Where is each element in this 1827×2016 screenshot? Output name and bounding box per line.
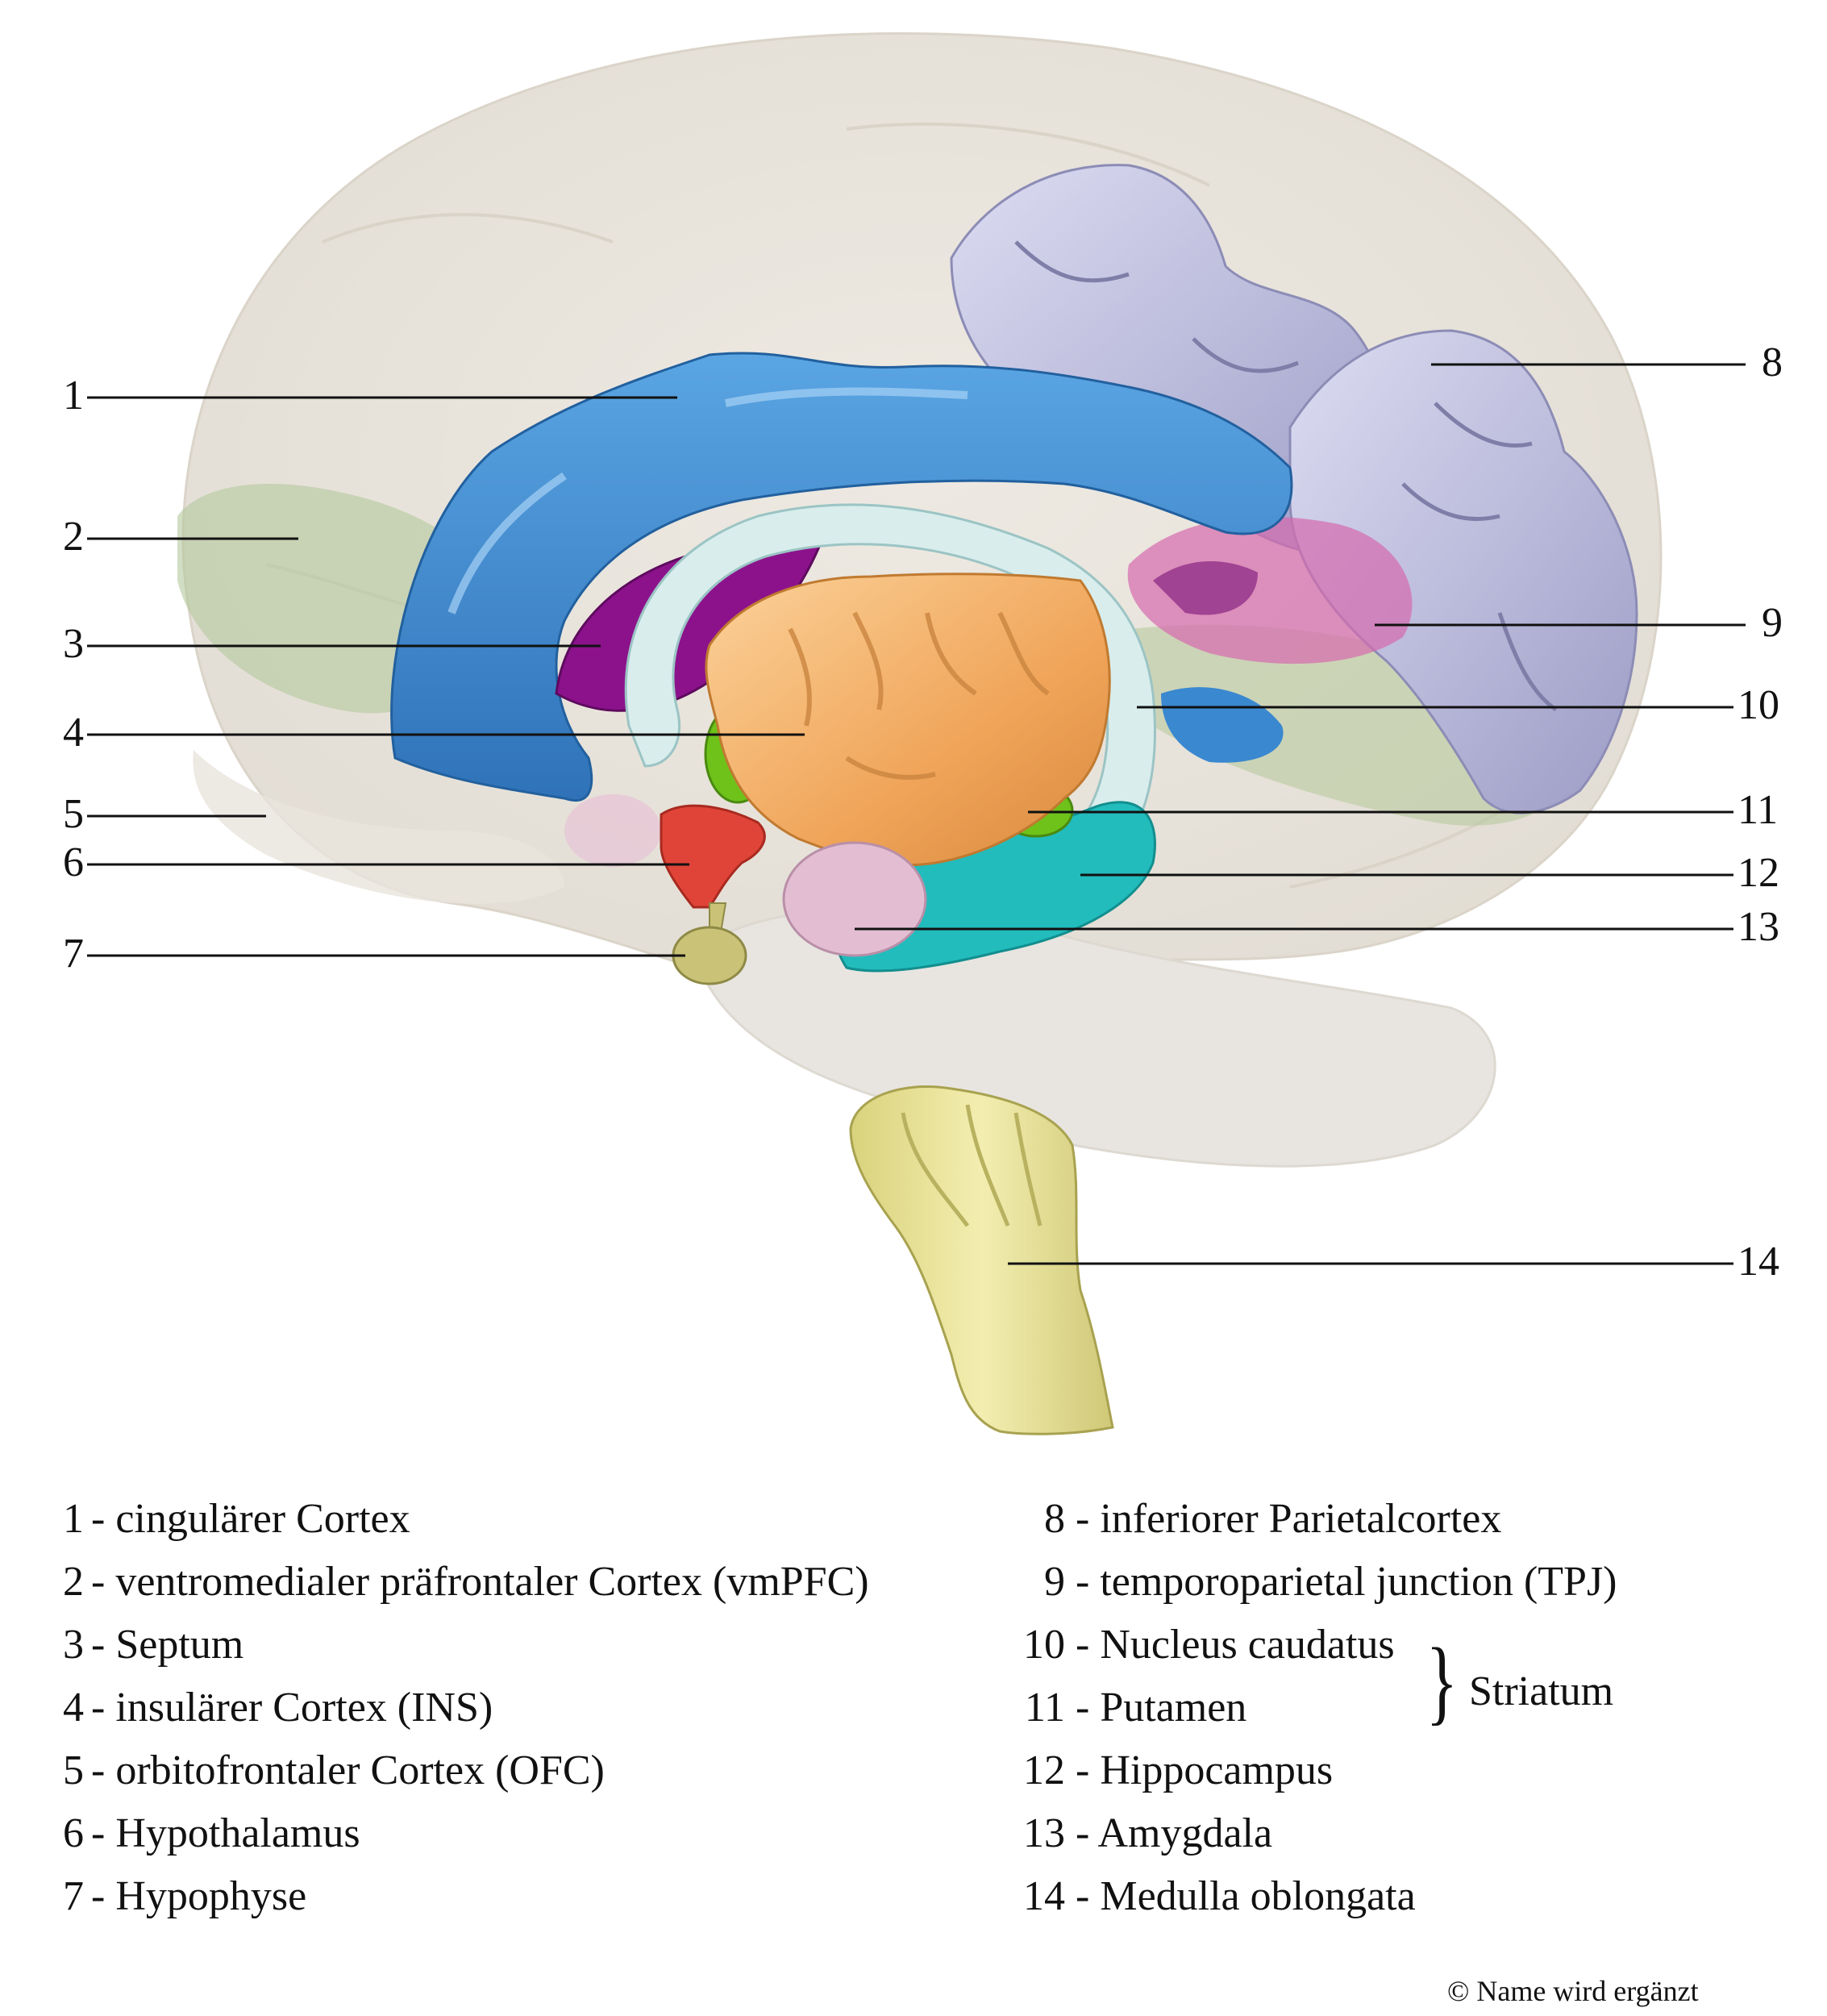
callout-10: 10 [1738, 682, 1779, 728]
legend-item-13: 13 - Amygdala [1020, 1802, 1617, 1865]
legend-label: Amygdala [1097, 1810, 1273, 1856]
legend-right: 8 - inferiorer Parietalcortex 9 - tempor… [1020, 1488, 1617, 1928]
legend-separator: - [1065, 1622, 1101, 1668]
legend-label: inferiorer Parietalcortex [1100, 1496, 1502, 1542]
callout-1: 1 [63, 373, 84, 419]
tpj-region [1127, 516, 1413, 664]
legend-item-1: 1 - cingulärer Cortex [63, 1488, 869, 1551]
legend-label: ventromedialer präfrontaler Cortex (vmPF… [115, 1559, 869, 1605]
legend-label: Septum [115, 1622, 244, 1668]
callout-3: 3 [63, 621, 84, 667]
legend-separator: - [1065, 1810, 1098, 1856]
striatum-brace: } [1425, 1628, 1459, 1734]
legend-number: 1 [63, 1496, 84, 1542]
cingulate-cortex [390, 352, 1293, 802]
legend-number: 13 [1023, 1810, 1065, 1856]
legend-label: Hypophyse [115, 1873, 307, 1919]
callout-5: 5 [63, 791, 84, 837]
legend-separator: - [81, 1685, 116, 1731]
callout-7: 7 [63, 931, 84, 977]
cingulate-highlight [447, 387, 968, 614]
legend-item-9: 9 - temporoparietal junction (TPJ) [1020, 1551, 1617, 1614]
legend-label: insulärer Cortex (INS) [115, 1685, 493, 1731]
legend-item-2: 2 - ventromedialer präfrontaler Cortex (… [63, 1551, 869, 1614]
legend-item-14: 14 - Medulla oblongata [1020, 1865, 1617, 1928]
legend-separator: - [81, 1810, 116, 1856]
legend-label: orbitofrontaler Cortex (OFC) [115, 1747, 605, 1793]
leader-lines [87, 363, 1746, 1265]
hypothalamus [660, 804, 766, 909]
insular-cortex [705, 573, 1111, 867]
legend-separator: - [81, 1559, 116, 1605]
legend-separator: - [1065, 1685, 1101, 1731]
legend-number: 5 [63, 1747, 84, 1793]
legend-number: 12 [1023, 1747, 1065, 1793]
legend-separator: - [81, 1873, 116, 1919]
legend-number: 3 [63, 1622, 84, 1668]
legend-separator: - [1065, 1496, 1101, 1542]
legend-separator: - [1065, 1559, 1101, 1605]
legend-separator: - [1065, 1873, 1101, 1919]
legend-separator: - [81, 1622, 116, 1668]
copyright-notice: © Name wird ergänzt [1447, 1975, 1699, 2007]
callout-2: 2 [63, 514, 84, 560]
frontal-pink [564, 794, 661, 867]
legend-label: cingulärer Cortex [115, 1496, 410, 1542]
legend-item-8: 8 - inferiorer Parietalcortex [1020, 1488, 1617, 1551]
legend-left: 1 - cingulärer Cortex 2 - ventromedialer… [63, 1488, 869, 1928]
brain-figure: 1 2 3 4 5 6 7 8 9 10 11 12 13 14 [63, 32, 1783, 1435]
insula-folds [788, 611, 1050, 780]
legend-number: 9 [1044, 1559, 1065, 1605]
legend-item-5: 5 - orbitofrontaler Cortex (OFC) [63, 1739, 869, 1802]
legend-item-12: 12 - Hippocampus [1020, 1739, 1617, 1802]
striatum-label: Striatum [1469, 1668, 1614, 1714]
callout-13: 13 [1738, 904, 1779, 950]
legend-number: 7 [63, 1873, 84, 1919]
legend-item-11: 11 - Putamen [1020, 1677, 1617, 1739]
legend-item-10: 10 - Nucleus caudatus [1020, 1614, 1617, 1677]
legend-item-7: 7 - Hypophyse [63, 1865, 869, 1928]
legend-number: 14 [1023, 1873, 1065, 1919]
amygdala [782, 841, 927, 957]
callout-8: 8 [1762, 339, 1783, 385]
legend-label: Medulla oblongata [1100, 1873, 1416, 1919]
medulla-ridges [901, 1104, 1043, 1227]
tpj-dark [1153, 561, 1258, 615]
legend-number: 11 [1024, 1685, 1065, 1731]
legend-separator: - [1065, 1747, 1101, 1793]
legend-label: Hypothalamus [115, 1810, 360, 1856]
callout-9: 9 [1762, 600, 1783, 646]
legend-number: 2 [63, 1559, 84, 1605]
legend-item-4: 4 - insulärer Cortex (INS) [63, 1677, 869, 1739]
brain-illustration [87, 32, 1746, 1435]
callout-14: 14 [1738, 1239, 1779, 1285]
legend-number: 10 [1023, 1622, 1065, 1668]
callout-12: 12 [1738, 850, 1779, 896]
callout-6: 6 [63, 839, 84, 885]
legend-label: temporoparietal junction (TPJ) [1100, 1559, 1617, 1605]
callout-11: 11 [1738, 787, 1779, 833]
legend-item-3: 3 - Septum [63, 1614, 869, 1677]
legend-label: Nucleus caudatus [1100, 1622, 1395, 1668]
legend-item-6: 6 - Hypothalamus [63, 1802, 869, 1865]
callout-4: 4 [63, 710, 84, 756]
legend-separator: - [81, 1496, 116, 1542]
legend-label: Putamen [1100, 1685, 1247, 1731]
legend-number: 6 [63, 1810, 84, 1856]
legend-label: Hippocampus [1100, 1747, 1334, 1793]
medulla-oblongata [849, 1085, 1114, 1435]
legend-separator: - [81, 1747, 116, 1793]
legend-number: 8 [1044, 1496, 1065, 1542]
legend-number: 4 [63, 1685, 84, 1731]
inferior-parietal [950, 164, 1638, 814]
